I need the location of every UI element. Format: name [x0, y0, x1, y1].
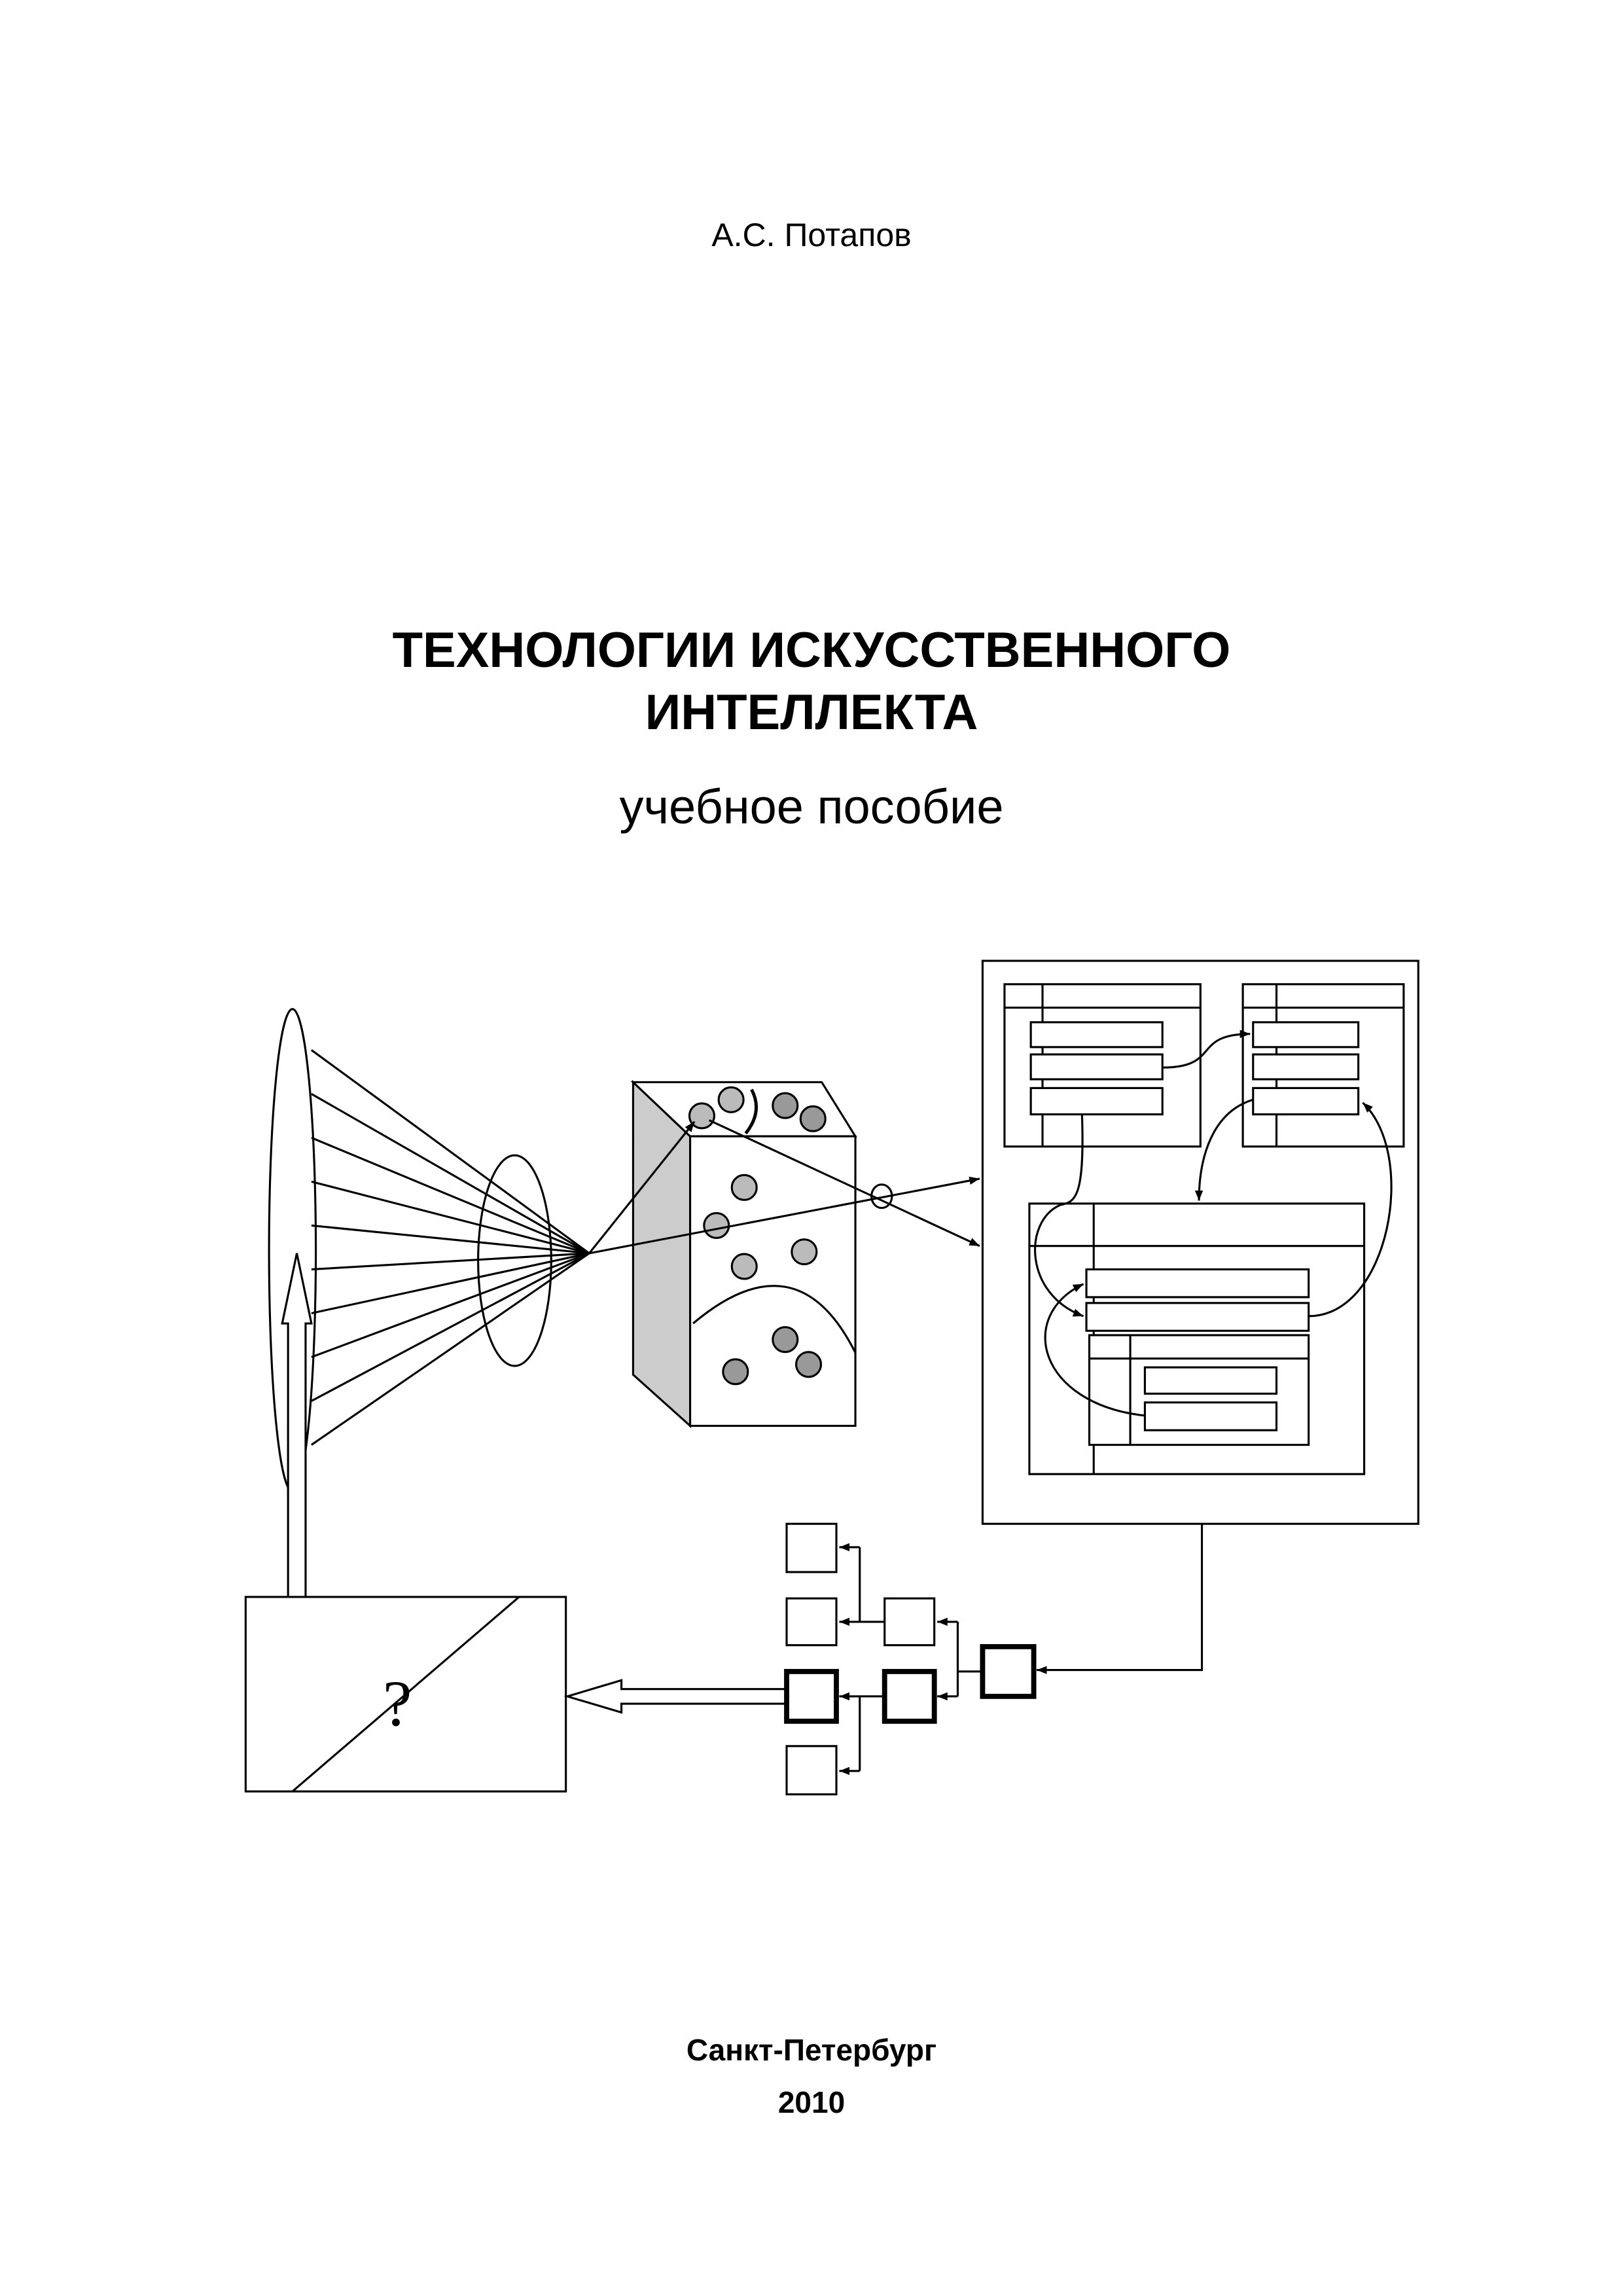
sensor-ellipse: [268, 1008, 590, 1493]
particle-dot: [730, 1253, 758, 1280]
perception-arrows: [588, 1119, 980, 1255]
author-name: А.С. Потапов: [711, 217, 912, 253]
ray-line: [311, 1136, 590, 1255]
particle-dot: [703, 1211, 730, 1239]
particle-dot: [717, 1086, 745, 1113]
particle-dot: [722, 1358, 749, 1386]
ray-line: [311, 1252, 590, 1271]
question-mark: ?: [383, 1667, 412, 1740]
effector-box: [244, 1596, 567, 1793]
ray-line: [311, 1092, 590, 1255]
publication-city: Санкт-Петербург: [686, 2033, 937, 2067]
ray-line: [311, 1252, 590, 1314]
title-line-1: ТЕХНОЛОГИИ ИСКУССТВЕННОГО: [392, 622, 1231, 678]
knowledge-box: [981, 960, 1419, 1674]
title-line-2: ИНТЕЛЛЕКТА: [645, 685, 978, 740]
ray-line: [311, 1252, 590, 1402]
ray-line: [310, 1049, 590, 1255]
cube: [630, 1079, 857, 1429]
up-arrow-icon: [281, 1253, 313, 1597]
ray-line: [311, 1224, 590, 1255]
particle-dot: [730, 1174, 758, 1201]
particle-dot: [688, 1102, 715, 1130]
publication-year: 2010: [777, 2085, 846, 2119]
subtitle: учебное пособие: [619, 780, 1004, 834]
hollow-arrow-icon: [563, 1679, 787, 1714]
particle-dot: [772, 1092, 799, 1119]
ray-line: [311, 1252, 590, 1358]
ray-line: [311, 1180, 590, 1255]
particle-dot: [791, 1238, 818, 1266]
particle-dot: [772, 1326, 799, 1354]
action-tree: [784, 1522, 1037, 1796]
ray-line: [311, 1252, 590, 1446]
particle-dot: [794, 1351, 823, 1378]
particle-dot: [799, 1105, 827, 1132]
